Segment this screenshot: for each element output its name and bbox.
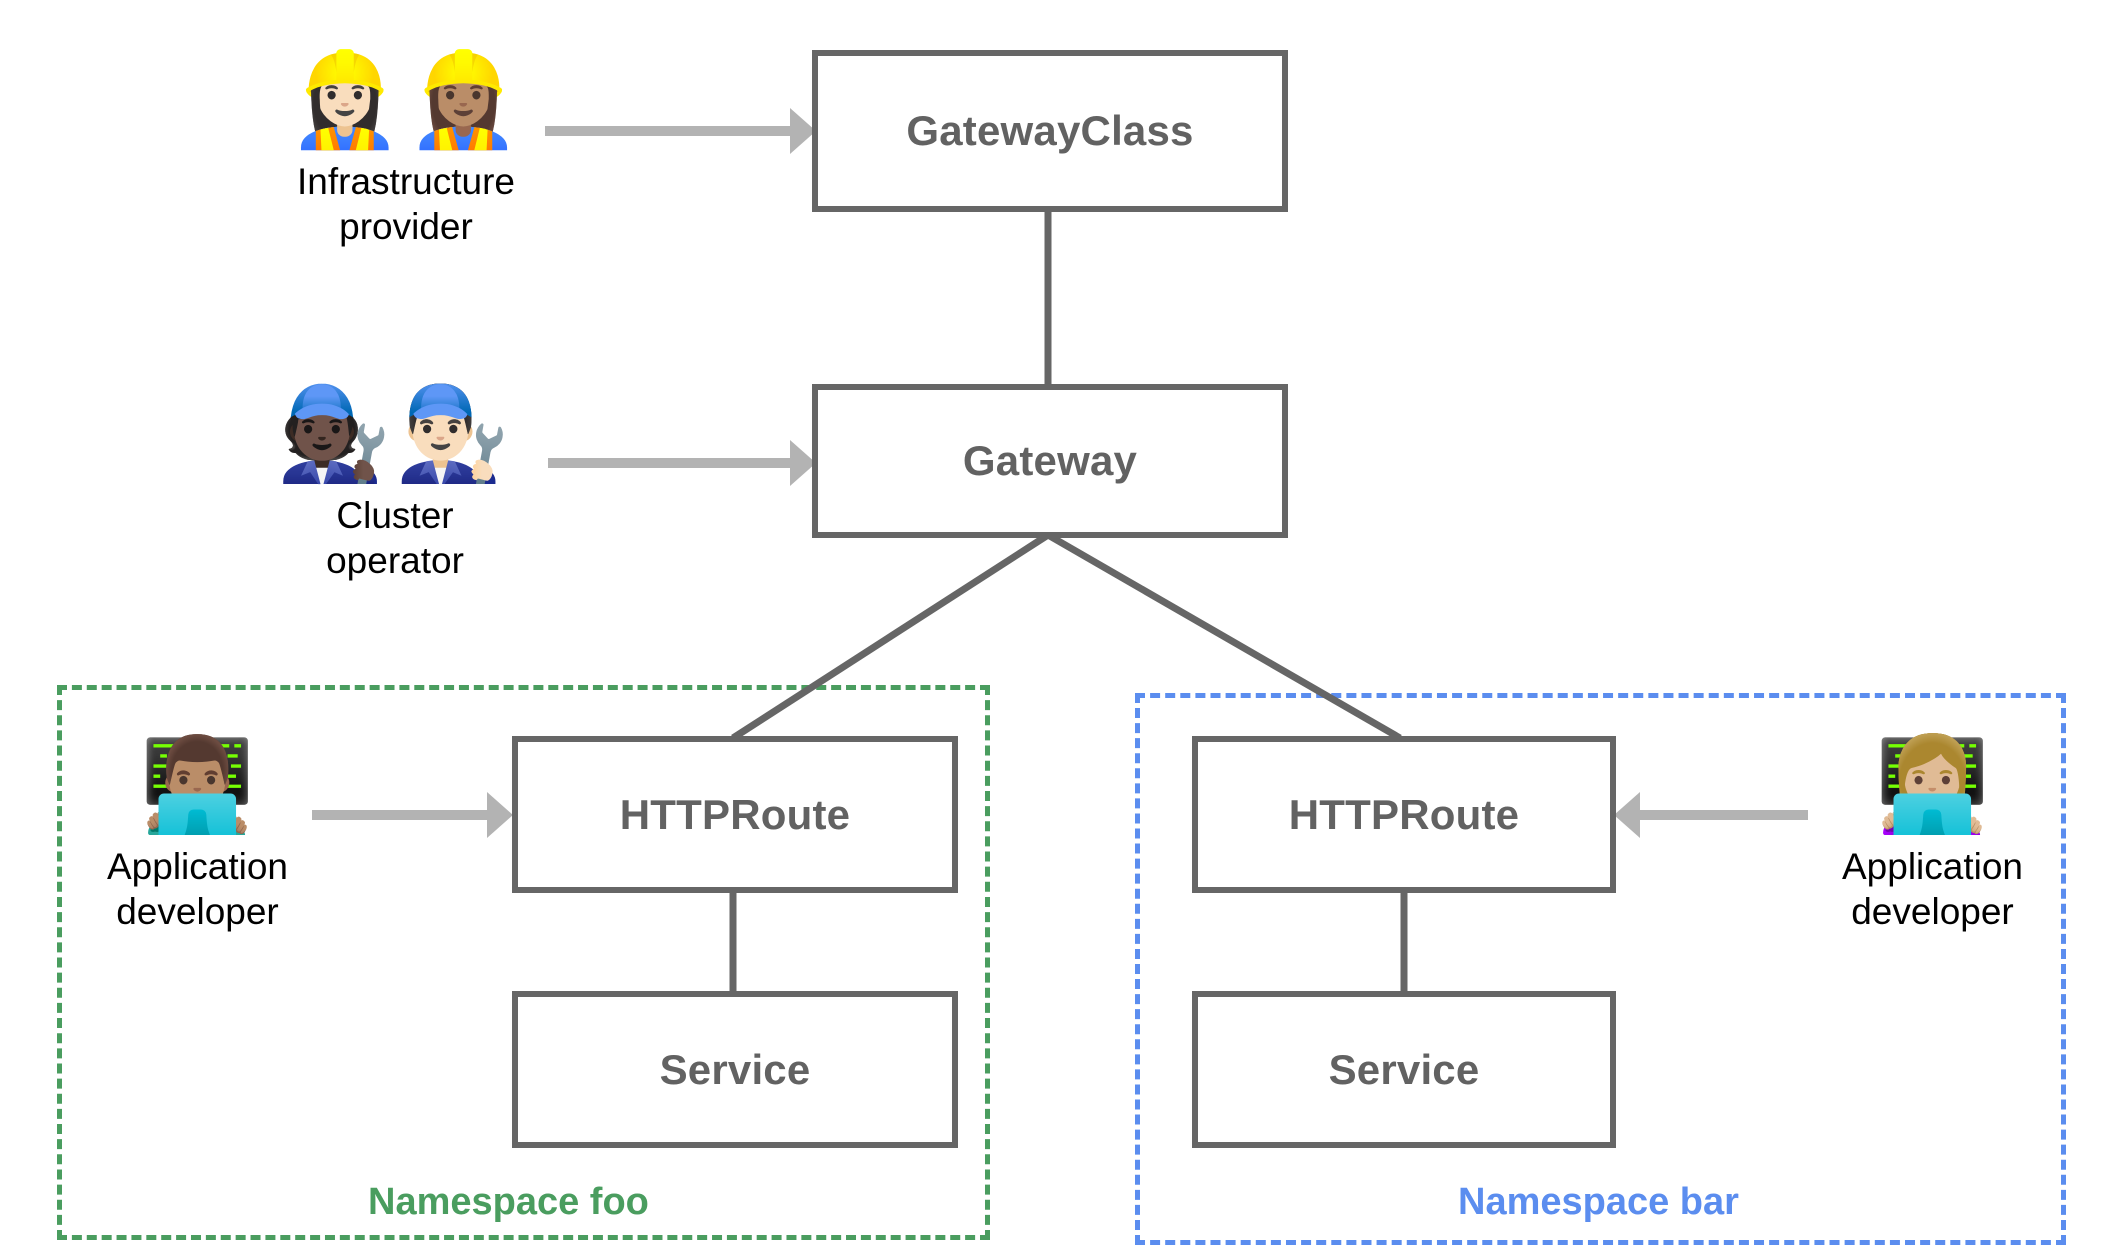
persona-application-developer-foo: 👨🏽‍💻 Application developer bbox=[85, 737, 310, 934]
arrow-cluster-operator bbox=[548, 440, 816, 486]
resource-box-httproute-foo[interactable]: HTTPRoute bbox=[512, 736, 958, 893]
resource-label-service-foo: Service bbox=[659, 1045, 811, 1093]
namespace-foo-boundary bbox=[57, 685, 990, 1240]
namespace-foo-label: Namespace foo bbox=[368, 1181, 649, 1223]
resource-label-gateway: Gateway bbox=[962, 437, 1138, 484]
resource-label-httproute-foo: HTTPRoute bbox=[619, 790, 851, 838]
resource-box-service-bar[interactable]: Service bbox=[1192, 991, 1616, 1148]
construction-worker-emoji: 👷🏻‍♀️👷🏽‍♀️ bbox=[287, 49, 525, 151]
persona-cluster-operator: 🧑🏿‍🔧👨🏻‍🔧 Cluster operator bbox=[255, 386, 535, 583]
arrow-infrastructure-provider bbox=[545, 108, 816, 154]
namespace-bar-boundary bbox=[1135, 693, 2066, 1245]
resource-label-service-bar: Service bbox=[1328, 1045, 1480, 1093]
namespace-bar-label: Namespace bar bbox=[1458, 1181, 1739, 1223]
persona-label-application-developer-bar: Application developer bbox=[1841, 845, 2023, 932]
resource-box-gatewayclass[interactable]: GatewayClass bbox=[812, 50, 1288, 212]
persona-application-developer-bar: 👩🏼‍💻 Application developer bbox=[1820, 737, 2045, 934]
resource-label-gatewayclass: GatewayClass bbox=[906, 107, 1194, 154]
resource-box-service-foo[interactable]: Service bbox=[512, 991, 958, 1148]
man-technologist-emoji: 👨🏽‍💻 bbox=[140, 734, 255, 836]
persona-label-infrastructure-provider: Infrastructure provider bbox=[297, 160, 515, 247]
persona-label-cluster-operator: Cluster operator bbox=[326, 494, 464, 581]
persona-infrastructure-provider: 👷🏻‍♀️👷🏽‍♀️ Infrastructure provider bbox=[266, 52, 546, 249]
resource-box-gateway[interactable]: Gateway bbox=[812, 384, 1288, 538]
resource-box-httproute-bar[interactable]: HTTPRoute bbox=[1192, 736, 1616, 893]
mechanic-emoji: 🧑🏿‍🔧👨🏻‍🔧 bbox=[276, 383, 514, 485]
woman-technologist-emoji: 👩🏼‍💻 bbox=[1875, 734, 1990, 836]
resource-label-httproute-bar: HTTPRoute bbox=[1288, 790, 1520, 838]
persona-label-application-developer-foo: Application developer bbox=[106, 845, 288, 932]
